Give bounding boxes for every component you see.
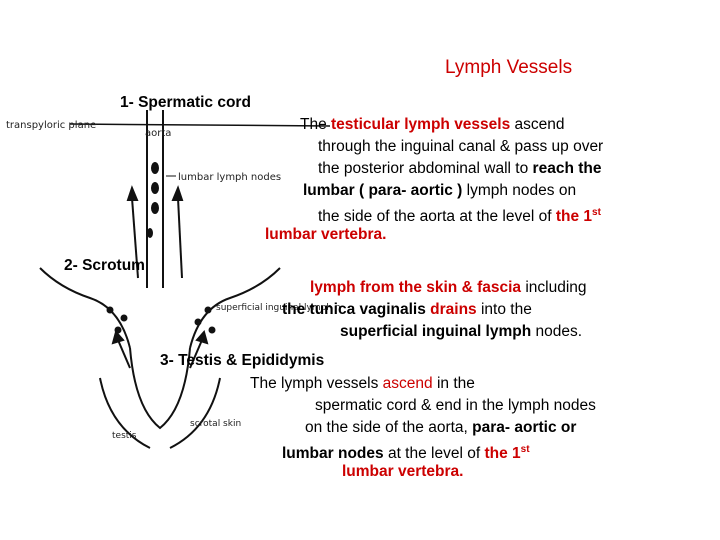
text-segment: testicular lymph vessels [331, 116, 511, 133]
text-segment: ascend [382, 375, 433, 392]
text-segment: including [521, 279, 587, 296]
scrotum-line-1: lymph from the skin & fascia including [310, 277, 587, 299]
text-segment: lumbar ( para- aortic ) [303, 182, 463, 199]
transpyloric-plane-line [69, 123, 331, 127]
aorta-shape [146, 110, 164, 288]
aorta-label: aorta [145, 128, 171, 139]
testis-line-3: on the side of the aorta, para- aortic o… [305, 417, 576, 439]
text-segment: the tunica vaginalis [282, 301, 431, 318]
superficial-nodes-label: superficial inguinal lymph nodes [216, 303, 340, 313]
scrotum-line-2: the tunica vaginalis drains into the [282, 299, 532, 321]
text-segment: st [592, 207, 601, 218]
spermatic-cord-heading: 1- Spermatic cord [120, 94, 251, 111]
spermatic-cord-line-4: lumbar ( para- aortic ) lymph nodes on [303, 180, 576, 202]
scrotum-line-3: superficial inguinal lymph nodes. [340, 321, 582, 343]
scrotum-heading: 2- Scrotum [64, 257, 145, 274]
text-segment: nodes. [531, 323, 583, 340]
text-segment: lymph from the skin & fascia [310, 279, 522, 296]
text-segment: the side of the aorta at the level of [318, 208, 556, 225]
testis-line-5: lumbar vertebra. [342, 463, 464, 480]
lumbar-node-dots [147, 162, 159, 238]
lumbar-nodes-label: lumbar lymph nodes [178, 172, 281, 183]
ascending-arrows [126, 185, 184, 279]
text-segment: at the level of [383, 445, 485, 462]
text-segment: reach the [532, 160, 602, 177]
spermatic-cord-line-1: The testicular lymph vessels ascend [300, 114, 565, 136]
text-segment: into the [476, 301, 532, 318]
text-segment: the 1 [484, 445, 521, 462]
pelvic-outline [39, 267, 281, 449]
text-segment: lymph nodes on [462, 182, 577, 199]
lymph-drainage-diagram: transpyloric plane aorta lumbar lymph no… [0, 48, 340, 468]
text-segment: drains [430, 301, 477, 318]
text-segment: para- aortic or [472, 419, 577, 436]
lower-arrows [111, 329, 209, 369]
testis-line-1: The lymph vessels ascend in the [250, 373, 475, 395]
text-segment: the posterior abdominal wall to [318, 160, 533, 177]
text-segment: ascend [510, 116, 565, 133]
text-segment: lumbar nodes [282, 445, 384, 462]
text-segment: in the [432, 375, 475, 392]
testis-heading: 3- Testis & Epididymis [160, 352, 325, 369]
diagram-background [0, 48, 340, 468]
testis-line-2: spermatic cord & end in the lymph nodes [315, 397, 596, 414]
text-segment: the 1 [555, 208, 593, 225]
spermatic-cord-line-3: the posterior abdominal wall to reach th… [318, 158, 601, 180]
text-segment: st [520, 444, 530, 455]
scrotal-skin-label: scrotal skin [190, 419, 241, 429]
page-title: Lymph Vessels [445, 57, 573, 78]
testis-line-4: lumbar nodes at the level of the 1st [282, 439, 530, 465]
text-segment: on the side of the aorta, [305, 419, 473, 436]
transpyloric-label: transpyloric plane [6, 120, 96, 131]
spermatic-cord-line-2: through the inguinal canal & pass up ove… [318, 138, 604, 155]
spermatic-cord-line-5: the side of the aorta at the level of th… [318, 202, 601, 228]
testis-label: testis [112, 431, 137, 441]
text-segment: The [300, 116, 332, 133]
text-segment: The lymph vessels [250, 375, 383, 392]
spermatic-cord-line-6: lumbar vertebra. [265, 226, 387, 243]
text-segment: superficial inguinal lymph [340, 323, 532, 340]
